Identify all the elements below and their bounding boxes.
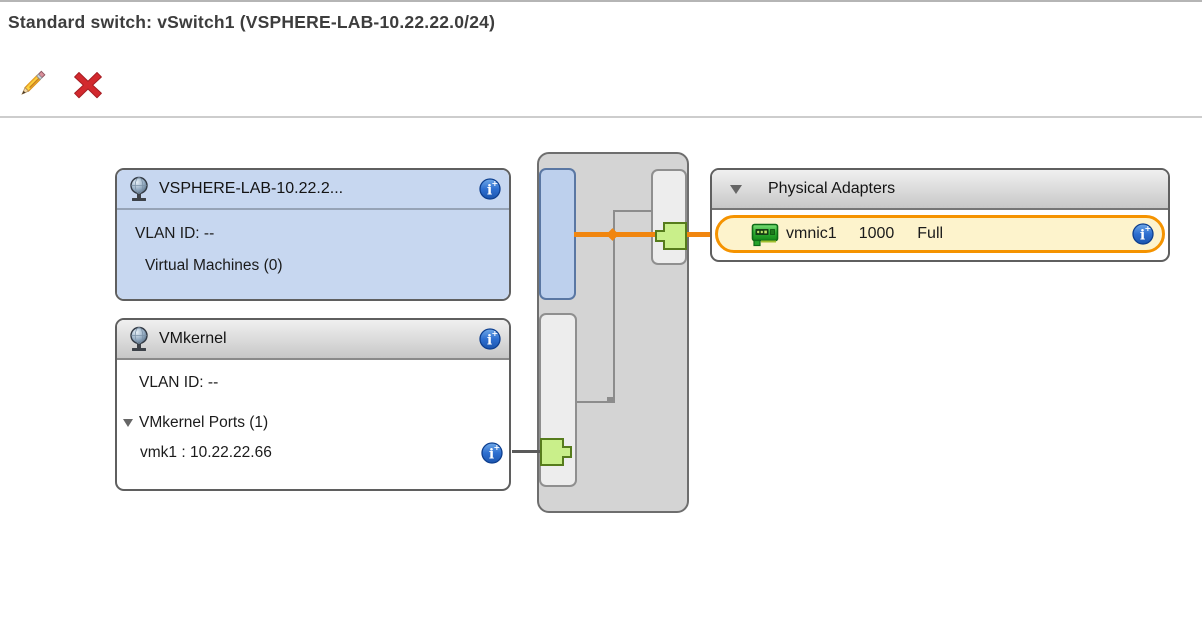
vmk1-row: vmk1 : 10.22.22.66 bbox=[140, 444, 272, 461]
remove-switch-button[interactable] bbox=[72, 70, 104, 102]
panel-top-edge bbox=[0, 0, 1202, 2]
adapter-speed: 1000 bbox=[858, 225, 895, 242]
vswitch-uplink-slot bbox=[651, 169, 687, 265]
port-group-vmkernel[interactable]: VMkernel i + VLAN ID: -- VMkernel Ports … bbox=[115, 318, 511, 491]
collapse-triangle-icon[interactable] bbox=[730, 184, 742, 194]
port-group-info-button[interactable]: i + bbox=[479, 178, 501, 200]
vmkernel-ports-row: VMkernel Ports (1) bbox=[123, 414, 268, 432]
svg-text:+: + bbox=[493, 443, 500, 452]
port-group-globe-icon bbox=[130, 176, 148, 201]
svg-text:i: i bbox=[487, 183, 492, 199]
port-group-vsphere-lab[interactable]: VSPHERE-LAB-10.22.2... i + VLAN ID: -- V… bbox=[115, 168, 511, 301]
adapter-info-button[interactable]: i + bbox=[1132, 223, 1154, 245]
vlan-id-row: VLAN ID: -- bbox=[139, 374, 219, 391]
page-title: Standard switch: vSwitch1 (VSPHERE-LAB-1… bbox=[8, 12, 496, 32]
port-group-info-button[interactable]: i + bbox=[479, 328, 501, 350]
collapse-triangle-icon[interactable] bbox=[123, 419, 133, 427]
adapter-name: vmnic1 bbox=[786, 225, 837, 242]
nic-card-icon bbox=[751, 223, 779, 246]
uplink-port-connector-icon bbox=[655, 222, 687, 250]
red-x-delete-icon bbox=[74, 71, 102, 98]
port-group-vmkernel-header[interactable]: VMkernel i + bbox=[117, 320, 509, 360]
port-group-globe-icon bbox=[130, 326, 148, 351]
adapter-row-vmnic1[interactable]: vmnic1 1000 Full i + bbox=[715, 215, 1165, 253]
info-icon: i + bbox=[479, 328, 501, 350]
info-icon: i + bbox=[479, 178, 501, 200]
pencil-edit-icon bbox=[21, 70, 46, 95]
info-icon: i + bbox=[1132, 223, 1154, 245]
vmkernel-ports-label: VMkernel Ports (1) bbox=[139, 414, 269, 431]
vswitch-port-slot-selected bbox=[539, 168, 576, 300]
svg-text:i: i bbox=[487, 333, 492, 349]
svg-text:i: i bbox=[489, 447, 494, 463]
port-group-name: VSPHERE-LAB-10.22.2... bbox=[159, 180, 344, 197]
physical-adapters-header: Physical Adapters bbox=[712, 170, 1168, 210]
svg-text:i: i bbox=[1140, 228, 1145, 244]
wire-junction-dot bbox=[607, 397, 613, 403]
toolbar-divider bbox=[0, 116, 1202, 118]
wire-active-uplink bbox=[574, 232, 712, 237]
port-group-body: VLAN ID: -- VMkernel Ports (1) vmk1 : 10… bbox=[117, 360, 509, 489]
wire-vmk1-link bbox=[512, 450, 542, 453]
svg-text:+: + bbox=[491, 179, 498, 188]
wire-vmkernel-horizontal bbox=[577, 401, 615, 403]
port-group-vsphere-lab-header[interactable]: VSPHERE-LAB-10.22.2... i + bbox=[117, 170, 509, 210]
port-group-body: VLAN ID: -- Virtual Machines (0) bbox=[117, 210, 509, 299]
vmk1-port-connector-icon bbox=[540, 438, 572, 466]
virtual-machines-row: Virtual Machines (0) bbox=[145, 257, 283, 274]
edit-switch-button[interactable] bbox=[16, 68, 48, 100]
info-icon: i + bbox=[481, 442, 503, 464]
physical-adapters-title: Physical Adapters bbox=[768, 180, 896, 197]
vswitch-topology-diagram: VSPHERE-LAB-10.22.2... i + VLAN ID: -- V… bbox=[0, 118, 1202, 628]
adapter-duplex: Full bbox=[917, 225, 944, 242]
svg-text:+: + bbox=[1144, 224, 1151, 233]
svg-text:+: + bbox=[491, 329, 498, 338]
wire-uplink-vertical bbox=[613, 210, 615, 403]
physical-adapters-box: Physical Adapters vmnic1 1000 Full i + bbox=[710, 168, 1170, 262]
vmk1-info-button[interactable]: i + bbox=[481, 442, 503, 464]
port-group-name: VMkernel bbox=[159, 330, 227, 347]
wire-uplink-horizontal bbox=[613, 210, 652, 212]
vlan-id-row: VLAN ID: -- bbox=[135, 225, 215, 242]
